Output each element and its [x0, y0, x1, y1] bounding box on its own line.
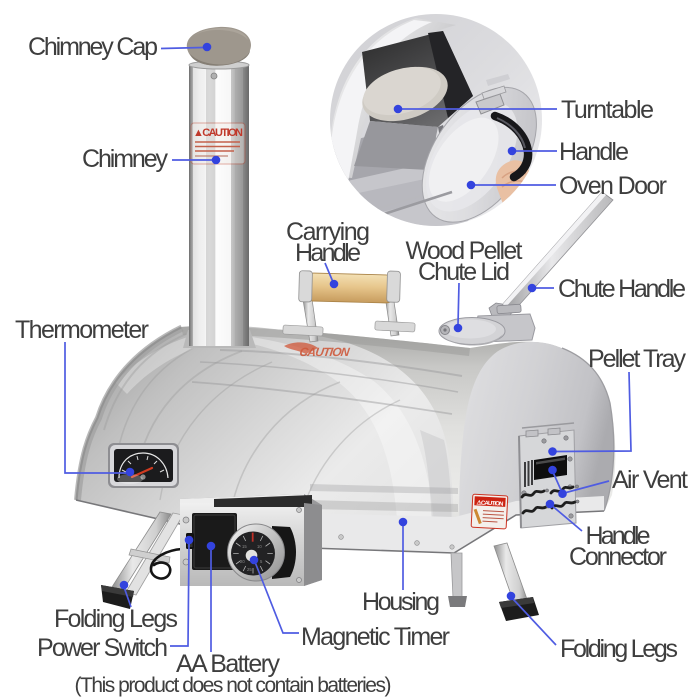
svg-text:10: 10: [257, 544, 262, 549]
svg-text:⚠CAUTION: ⚠CAUTION: [476, 499, 503, 507]
svg-text:Chimney: Chimney: [82, 145, 169, 173]
svg-text:(This product does not contain: (This product does not contain batteries…: [75, 674, 392, 697]
svg-text:Folding Legs: Folding Legs: [560, 635, 678, 663]
svg-text:20: 20: [240, 559, 245, 564]
svg-text:CAUTION: CAUTION: [299, 345, 351, 359]
svg-text:Oven Door: Oven Door: [559, 172, 667, 200]
svg-text:Housing: Housing: [362, 588, 440, 616]
svg-text:▲CAUTION: ▲CAUTION: [193, 127, 243, 139]
svg-text:Carrying: Carrying: [286, 218, 370, 246]
svg-text:AA Battery: AA Battery: [176, 650, 281, 678]
svg-text:15: 15: [242, 544, 247, 549]
svg-text:Handle: Handle: [586, 522, 651, 550]
svg-text:Pellet Tray: Pellet Tray: [588, 345, 687, 373]
svg-text:Turntable: Turntable: [561, 96, 654, 124]
svg-text:Magnetic Timer: Magnetic Timer: [301, 623, 450, 651]
svg-text:Handle: Handle: [295, 239, 361, 267]
svg-text:Handle: Handle: [559, 138, 629, 166]
svg-text:Chimney Cap: Chimney Cap: [28, 33, 158, 61]
svg-text:5: 5: [260, 559, 263, 564]
svg-text:Thermometer: Thermometer: [15, 316, 149, 344]
svg-text:Power Switch: Power Switch: [37, 634, 168, 662]
svg-text:25: 25: [247, 567, 252, 572]
svg-text:Folding Legs: Folding Legs: [54, 605, 178, 633]
svg-text:Connector: Connector: [569, 543, 667, 571]
svg-text:Chute Handle: Chute Handle: [558, 275, 686, 303]
svg-text:Chute Lid: Chute Lid: [418, 258, 510, 286]
svg-text:Wood Pellet: Wood Pellet: [406, 237, 523, 265]
svg-text:Air Vent: Air Vent: [612, 466, 688, 494]
